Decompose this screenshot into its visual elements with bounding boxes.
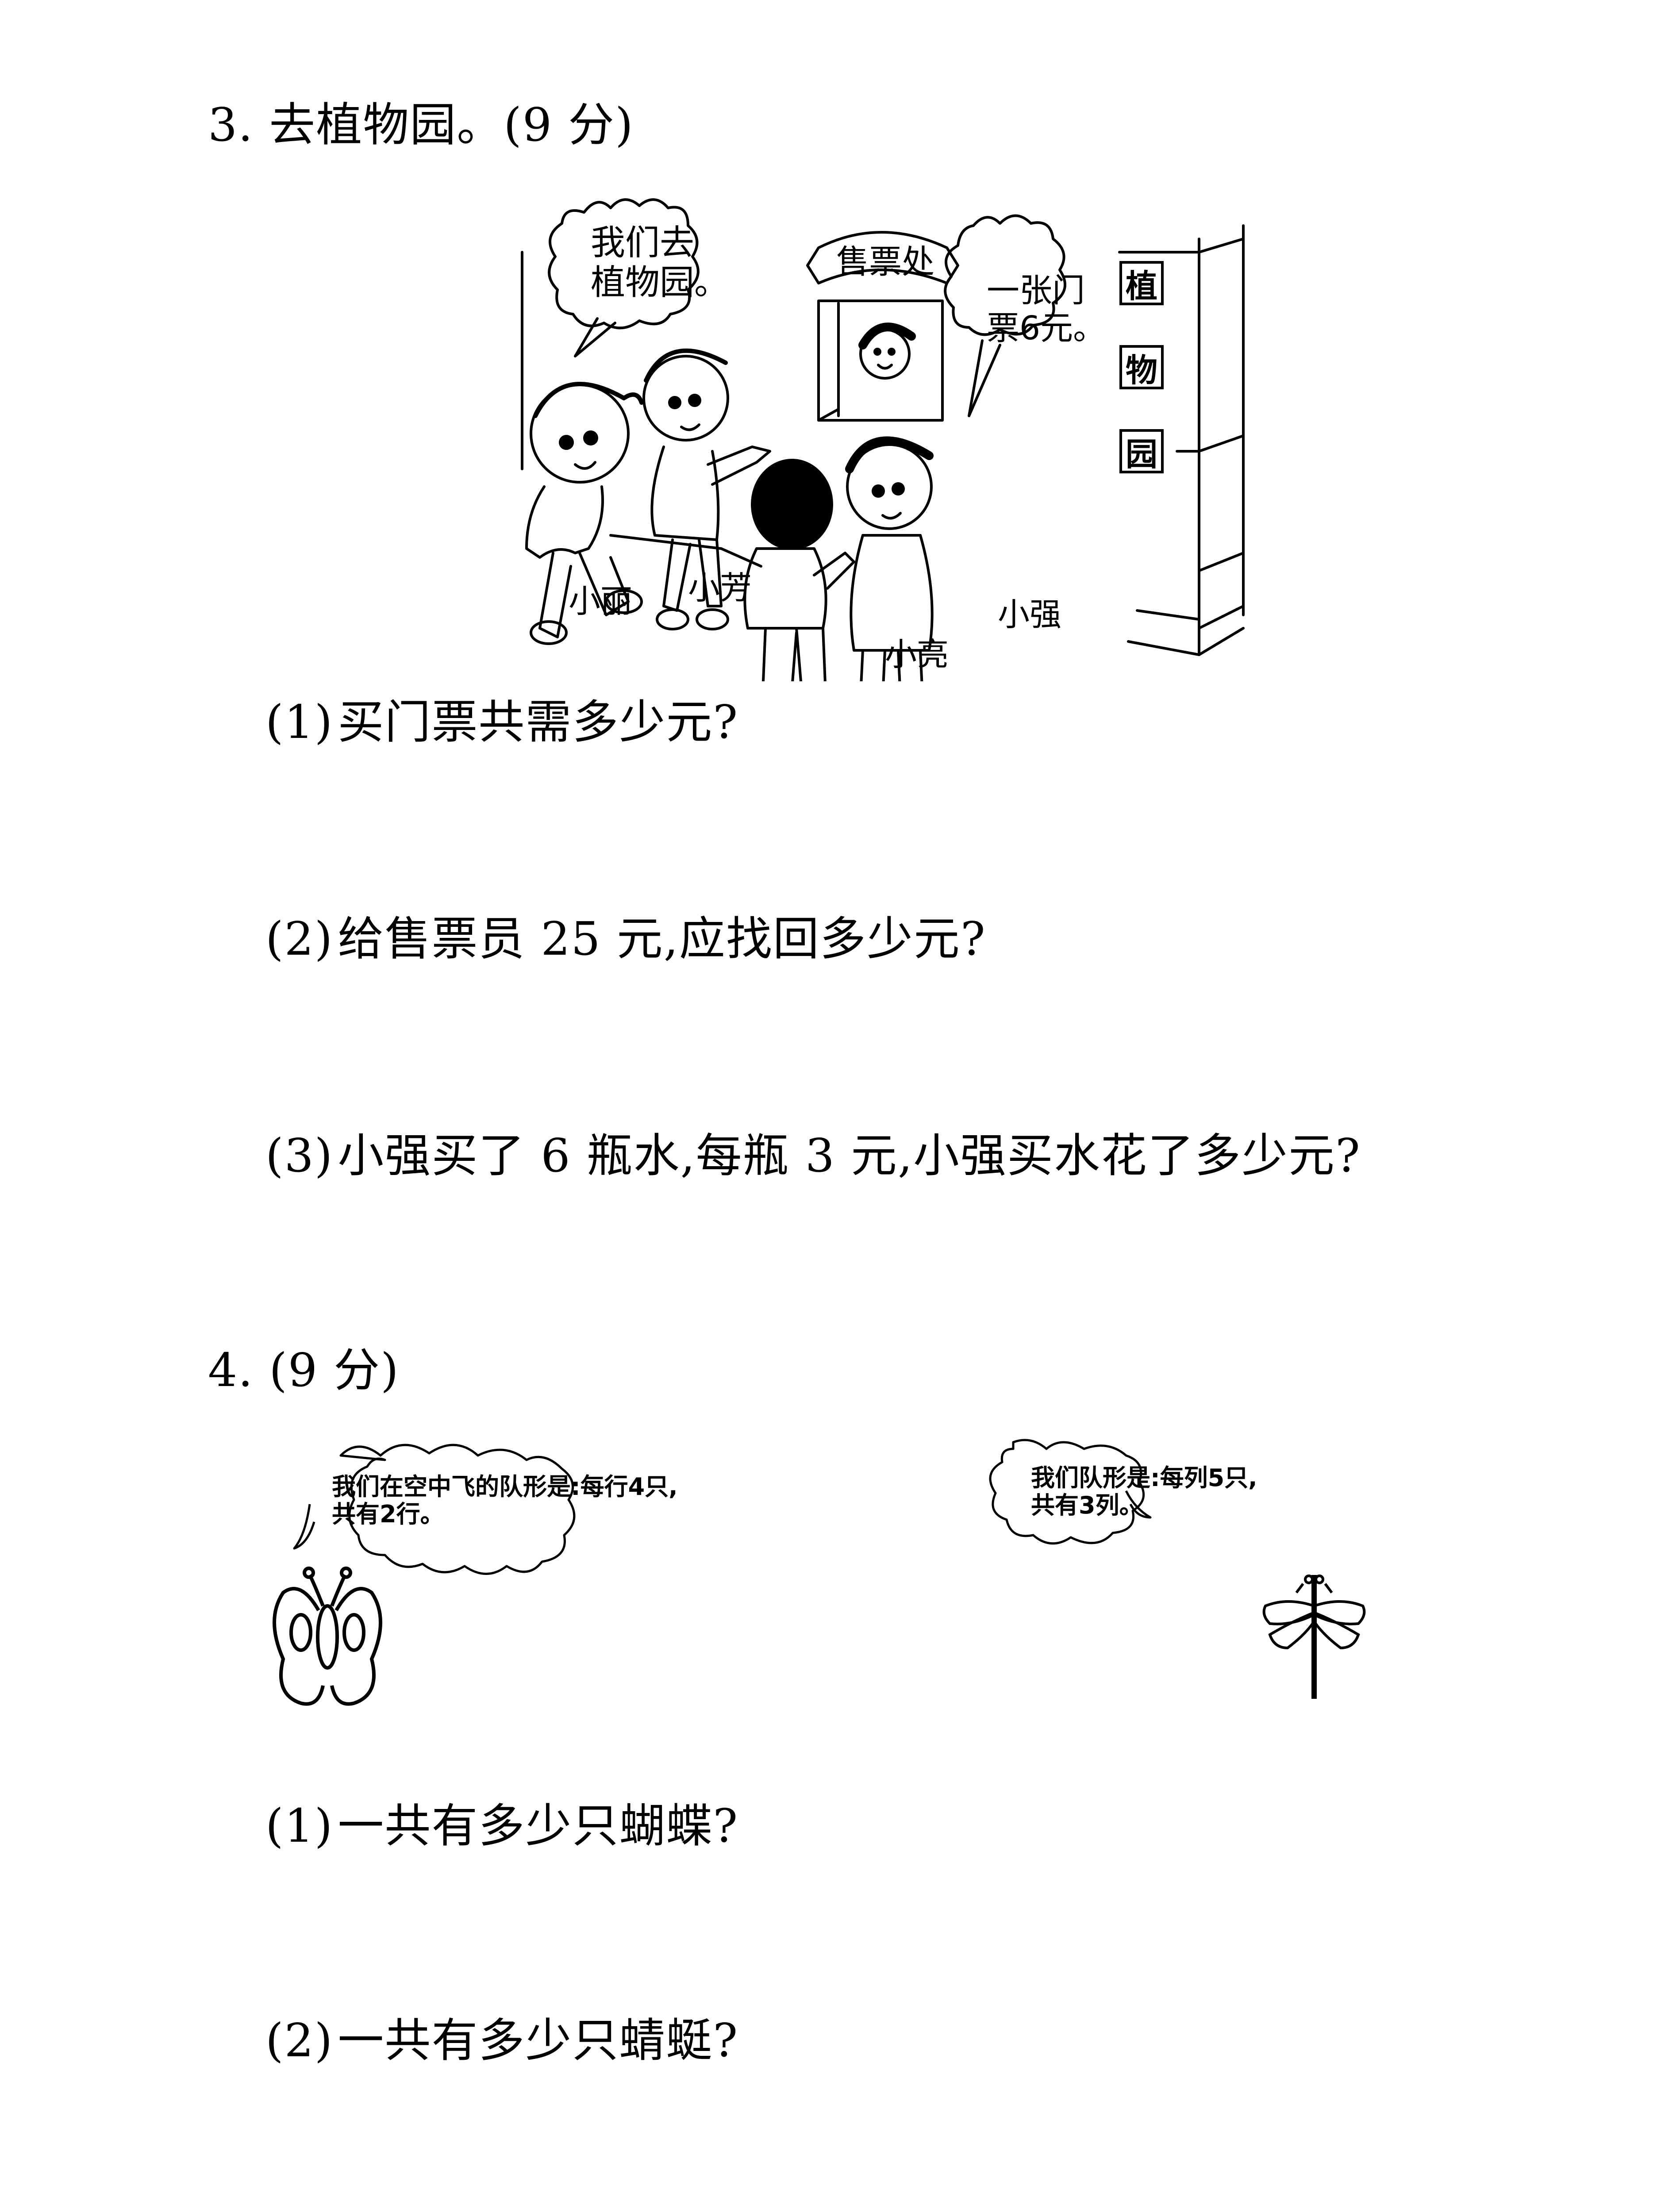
butterfly-speech-bubble: 我们在空中飞的队形是:每行4只, 共有2行。 — [332, 1473, 678, 1528]
ticket-office-sign: 售票处 — [836, 243, 934, 281]
bubble-line: 共有2行。 — [332, 1500, 444, 1528]
bubble-line: 我们在空中飞的队形是:每行4只, — [332, 1473, 678, 1501]
name-label-xiaofang: 小芳 — [688, 569, 752, 607]
problem-3-question-2: (2)给售票员 25 元,应找回多少元? — [265, 916, 986, 962]
botanical-garden-illustration: 我们去 植物园。 售票处 一张门 票6元。 植 物 园 小丽 小芳 小亮 小强 — [509, 186, 1305, 681]
gate-sign-char: 物 — [1119, 345, 1164, 389]
bubble-line: 我们去 — [591, 223, 695, 263]
scene-drawing-icon — [521, 198, 1245, 681]
question-text: 给售票员 25 元,应找回多少元? — [338, 912, 986, 966]
name-label-xiaoqiang: 小强 — [998, 596, 1062, 633]
bubble-line: 票6元。 — [987, 309, 1106, 348]
problem-3-question-3: (3)小强买了 6 瓶水,每瓶 3 元,小强买水花了多少元? — [265, 1133, 1361, 1179]
gate-sign-char: 植 — [1119, 261, 1164, 305]
question-number: (3) — [265, 1129, 334, 1183]
question-text: 一共有多少只蜻蜓? — [338, 2013, 739, 2067]
problem-4-question-2: (2)一共有多少只蜻蜓? — [265, 2017, 738, 2063]
question-text: 一共有多少只蝴蝶? — [338, 1799, 739, 1853]
problem-3-heading: 3. 去植物园。(9 分) — [208, 98, 634, 152]
bubble-line: 植物园。 — [591, 262, 729, 303]
question-number: (1) — [265, 1799, 334, 1853]
speech-bubble-lets-go: 我们去 植物园。 — [591, 223, 729, 303]
question-text: 小强买了 6 瓶水,每瓶 3 元,小强买水花了多少元? — [338, 1129, 1361, 1183]
speech-bubble-ticket-price: 一张门 票6元。 — [987, 272, 1106, 347]
bubble-line: 我们队形是:每列5只, — [1031, 1464, 1257, 1492]
name-label-xiaoli: 小丽 — [569, 583, 633, 620]
question-number: (1) — [265, 695, 334, 749]
question-number: (2) — [265, 912, 334, 966]
problem-4-question-1: (1)一共有多少只蝴蝶? — [265, 1803, 738, 1849]
gate-sign-char: 园 — [1119, 429, 1164, 473]
dragonfly-speech-bubble: 我们队形是:每列5只, 共有3列。 — [1031, 1464, 1257, 1519]
butterfly-dragonfly-illustration: 我们在空中飞的队形是:每行4只, 共有2行。 我们队形是:每列5只, 共有3列。 — [265, 1438, 1571, 1725]
bubble-line: 一张门 — [987, 272, 1085, 310]
question-number: (2) — [265, 2013, 334, 2067]
name-label-xiaoliang: 小亮 — [885, 636, 949, 673]
problem-4-heading: 4. (9 分) — [208, 1343, 400, 1397]
bubble-line: 共有3列。 — [1031, 1491, 1143, 1520]
problem-3-question-1: (1)买门票共需多少元? — [265, 699, 738, 745]
cloud-bubbles-drawing-icon — [273, 1439, 1366, 1706]
question-text: 买门票共需多少元? — [338, 695, 739, 749]
